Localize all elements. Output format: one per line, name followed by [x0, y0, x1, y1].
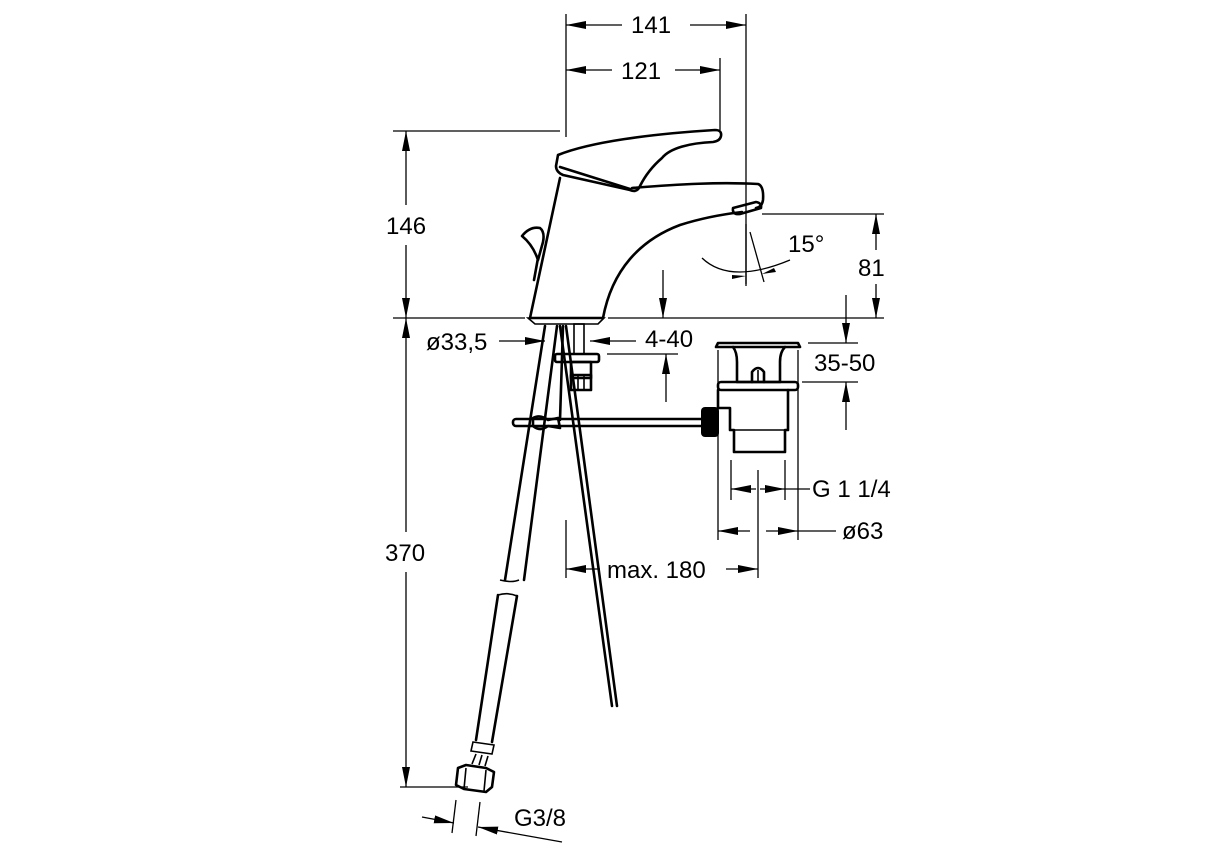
dim-lever-reach: 121: [621, 58, 661, 85]
dim-overall-reach: 141: [631, 12, 671, 39]
faucet-body: [520, 128, 765, 325]
dim-base-diameter: ø33,5: [426, 329, 487, 356]
dim-spout-angle: 15°: [788, 231, 824, 258]
dimension-lines: [393, 14, 884, 843]
dim-deck-thickness: 4-40: [645, 326, 693, 353]
dim-spout-height: 81: [858, 255, 885, 282]
dim-total-height: 146: [386, 213, 426, 240]
dim-waste-thread: G 1 1/4: [812, 476, 891, 503]
dim-hose-thread: G3/8: [514, 805, 566, 832]
dim-waste-range: 35-50: [814, 350, 875, 377]
dimension-labels: 141 121 146 81 15° ø33,5 4-40 35-50 G 1 …: [385, 12, 891, 832]
dim-hose-length: 370: [385, 540, 425, 567]
dim-waste-diameter: ø63: [842, 518, 883, 545]
waste-fitting: [714, 341, 802, 454]
popup-linkage: [511, 407, 719, 437]
dim-max-distance: max. 180: [607, 557, 706, 584]
supply-hoses: [454, 324, 619, 794]
